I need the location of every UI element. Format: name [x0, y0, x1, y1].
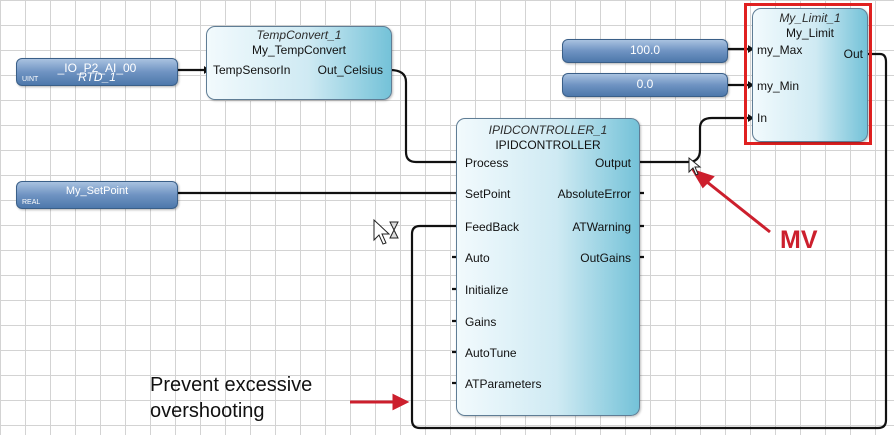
constant-min-value: 0.0	[636, 77, 654, 91]
overshoot-note-line1: Prevent excessive	[150, 374, 313, 396]
pid-input-feedback: FeedBack	[465, 220, 520, 234]
limit-highlight-box	[744, 3, 872, 145]
overshoot-note-line2: overshooting	[150, 400, 265, 422]
variable-io-input[interactable]: _IO_P2_AI_00 RTD_1 UINT	[16, 58, 178, 86]
cursor-icon-small	[688, 156, 702, 176]
arrow-limit-max	[748, 45, 754, 53]
pid-output-absoluteerror: AbsoluteError	[557, 187, 631, 201]
pid-input-gains: Gains	[465, 315, 497, 329]
pid-input-setpoint: SetPoint	[465, 187, 511, 201]
variable-setpoint-name: My_SetPoint	[65, 185, 129, 197]
variable-setpoint[interactable]: My_SetPoint REAL	[16, 181, 178, 209]
variable-io-subname: RTD_1	[78, 70, 116, 84]
limit-output-out: Out	[843, 47, 863, 61]
arrow-limit-in	[748, 114, 754, 122]
limit-input-in: In	[757, 111, 768, 125]
constant-max[interactable]: 100.0	[562, 39, 728, 63]
limit-instance-name: My_Limit_1	[779, 11, 841, 25]
limit-type-name: My_Limit	[785, 26, 834, 40]
pid-input-autotune: AutoTune	[465, 346, 517, 360]
variable-io-name: _IO_P2_AI_00	[57, 61, 137, 75]
wire-tempconvert-to-process	[389, 68, 456, 164]
tempconvert-type-name: My_TempConvert	[251, 43, 347, 57]
pid-type-name: IPIDCONTROLLER	[495, 138, 601, 152]
variable-io-type: UINT	[22, 76, 39, 83]
pid-output-atwarning: ATWarning	[572, 220, 631, 234]
limit-input-min: my_Min	[757, 79, 800, 93]
cursor-icon	[373, 218, 399, 245]
arrow-limit-min	[748, 81, 754, 89]
tempconvert-instance-name: TempConvert_1	[256, 28, 342, 42]
tempconvert-output-pin: Out_Celsius	[317, 63, 383, 77]
mv-arrow	[701, 176, 771, 234]
constant-min[interactable]: 0.0	[562, 73, 728, 97]
pid-instance-name: IPIDCONTROLLER_1	[488, 123, 608, 137]
wire-out-feedback-loop	[410, 52, 888, 430]
tempconvert-input-pin: TempSensorIn	[213, 63, 291, 77]
pid-output-outgains: OutGains	[580, 251, 631, 265]
limit-input-max: my_Max	[757, 43, 803, 57]
tempconvert-block[interactable]: TempConvert_1 My_TempConvert TempSensorI…	[206, 26, 392, 100]
pid-input-process: Process	[465, 156, 509, 170]
mv-annotation: MV	[780, 226, 818, 254]
pid-input-atparameters: ATParameters	[465, 377, 542, 391]
pid-input-auto: Auto	[465, 251, 490, 265]
variable-setpoint-type: REAL	[22, 199, 41, 206]
pid-controller-block[interactable]: IPIDCONTROLLER_1 IPIDCONTROLLER Process …	[456, 118, 640, 416]
constant-max-value: 100.0	[629, 43, 661, 57]
wire-output-to-limit-in	[640, 116, 748, 164]
overshoot-note: Prevent excessive overshooting	[150, 372, 312, 424]
limit-block[interactable]: My_Limit_1 My_Limit my_Max my_Min In Out	[752, 8, 868, 142]
pid-output-output: Output	[594, 156, 631, 170]
pid-input-initialize: Initialize	[465, 283, 509, 297]
